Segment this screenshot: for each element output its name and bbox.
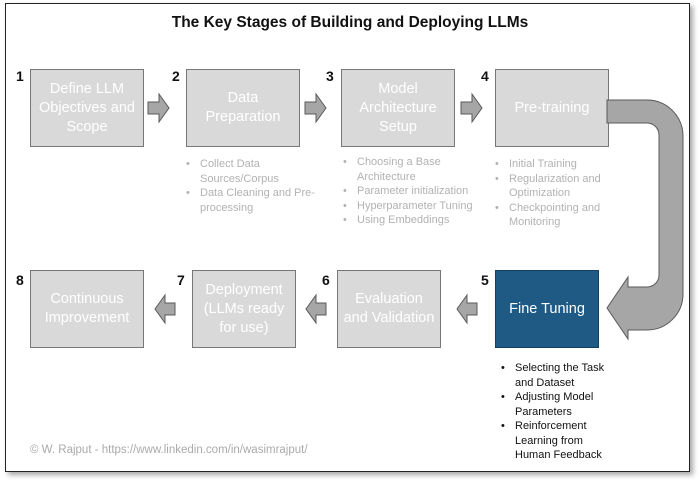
stage-7-number: 7 <box>177 272 185 288</box>
stage-5-bullets: Selecting the Task and Dataset Adjusting… <box>501 361 621 463</box>
stage-5-bullet: Selecting the Task and Dataset <box>501 361 621 390</box>
stage-2-label: Data Preparation <box>205 90 281 125</box>
stage-4-box: Pre-training <box>495 69 609 147</box>
stage-8-label: Continuous Improvement <box>44 291 130 326</box>
stage-3-bullet: Choosing a Base Architecture <box>343 155 485 184</box>
stage-3-number: 3 <box>326 68 334 84</box>
stage-5-box: Fine Tuning <box>495 270 599 348</box>
stage-4-number: 4 <box>481 68 489 84</box>
stage-4-bullets: Initial Training Regularization and Opti… <box>495 157 625 230</box>
stage-5-bullet: Reinforcement Learning from Human Feedba… <box>501 419 621 463</box>
stage-3-label: Model Architecture Setup <box>359 80 437 135</box>
stage-5-label: Fine Tuning <box>509 300 585 317</box>
stage-8-box: Continuous Improvement <box>30 270 144 348</box>
stage-4-bullet: Regularization and Optimization <box>495 172 625 201</box>
stage-2-number: 2 <box>172 68 180 84</box>
stage-8-number: 8 <box>16 272 24 288</box>
stage-3-box: Model Architecture Setup <box>341 69 455 147</box>
arrow-5-to-6 <box>456 293 478 325</box>
arrow-2-to-3 <box>304 92 327 124</box>
stage-6-number: 6 <box>322 272 330 288</box>
stage-7-box: Deployment (LLMs ready for use) <box>192 270 296 348</box>
stage-1-label: Define LLM Objectives and Scope <box>39 80 135 135</box>
stage-6-box: Evaluation and Validation <box>337 270 441 348</box>
stage-3-bullet: Using Embeddings <box>343 213 485 228</box>
credit-text: © W. Rajput - https://www.linkedin.com/i… <box>30 444 308 456</box>
stage-2-bullet: Data Cleaning and Pre-processing <box>186 186 316 215</box>
stage-3-bullet: Hyperparameter Tuning <box>343 199 485 214</box>
stage-2-bullet: Collect Data Sources/Corpus <box>186 157 316 186</box>
stage-4-bullet: Initial Training <box>495 157 625 172</box>
stage-5-number: 5 <box>481 272 489 288</box>
arrow-3-to-4 <box>460 92 483 124</box>
arrow-7-to-8 <box>154 293 176 325</box>
arrow-6-to-7 <box>305 293 327 325</box>
stage-7-label: Deployment (LLMs ready for use) <box>203 281 285 336</box>
arrow-4-to-5 <box>606 99 684 341</box>
stage-6-label: Evaluation and Validation <box>343 291 435 326</box>
stage-5-bullet: Adjusting Model Parameters <box>501 390 621 419</box>
stage-2-bullets: Collect Data Sources/Corpus Data Cleanin… <box>186 157 316 215</box>
stage-1-number: 1 <box>16 68 24 84</box>
stage-3-bullets: Choosing a Base Architecture Parameter i… <box>343 155 485 228</box>
stage-2-box: Data Preparation <box>186 69 300 147</box>
diagram-title: The Key Stages of Building and Deploying… <box>171 14 529 31</box>
arrow-1-to-2 <box>147 92 170 124</box>
stage-4-bullet: Checkpointing and Monitoring <box>495 201 625 230</box>
stage-4-label: Pre-training <box>514 99 590 116</box>
stage-1-box: Define LLM Objectives and Scope <box>30 69 144 147</box>
stage-3-bullet: Parameter initialization <box>343 184 485 199</box>
